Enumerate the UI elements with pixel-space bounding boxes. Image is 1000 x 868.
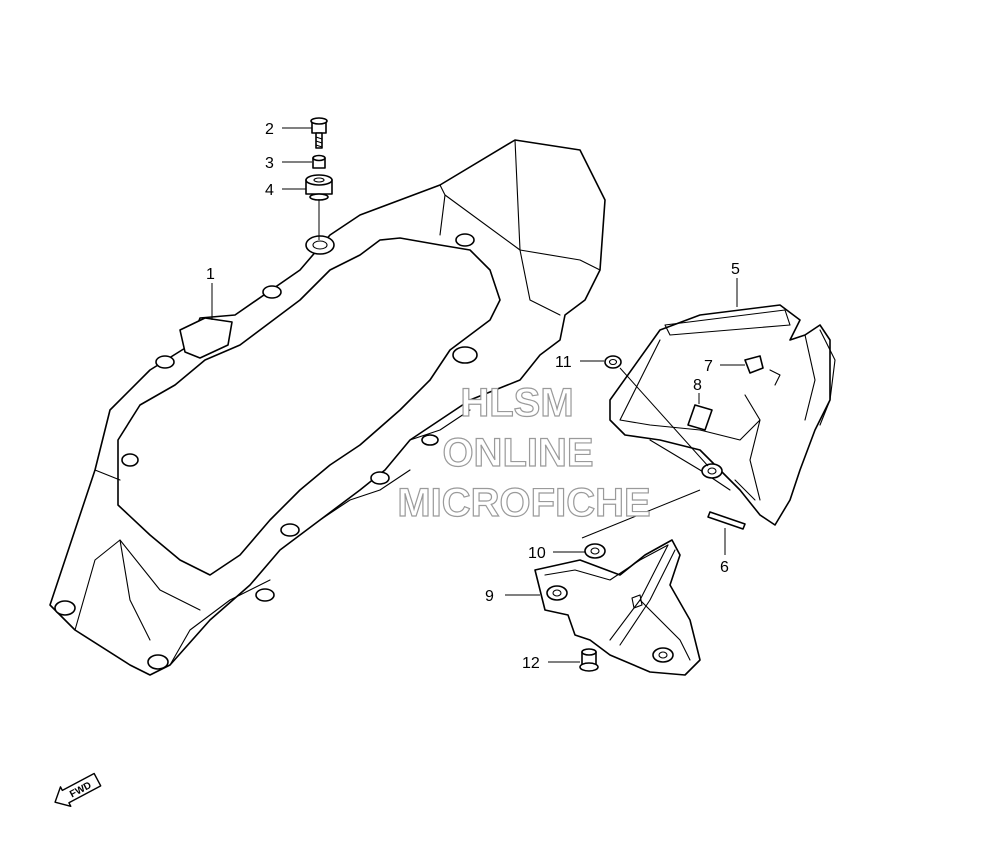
part-8-cushion: [687, 404, 713, 431]
callout-12: 12: [522, 655, 540, 672]
callout-5: 5: [731, 261, 740, 278]
callout-7: 7: [704, 358, 713, 375]
part-4-grommet: [305, 174, 333, 201]
part-12-screw: [579, 648, 599, 672]
callout-10: 10: [528, 545, 546, 562]
watermark-line-1: HLSM: [460, 381, 573, 425]
part-1-rear-cowl: [49, 139, 606, 676]
part-5-inner-panel: [609, 304, 836, 526]
fwd-label: FWD: [68, 780, 93, 800]
callout-2: 2: [265, 121, 274, 138]
callout-8: 8: [693, 377, 702, 394]
fwd-arrow-shape: [54, 772, 102, 807]
part-7-clip: [744, 355, 764, 374]
callout-1: 1: [206, 266, 215, 283]
part-3-collar: [312, 154, 326, 169]
callout-9: 9: [485, 588, 494, 605]
callout-11: 11: [555, 354, 572, 371]
callout-3: 3: [265, 155, 274, 172]
part-9-lower-panel: [534, 539, 701, 676]
leader-lines: [211, 127, 745, 663]
part-11-nut: [604, 355, 622, 369]
callout-numbers: 1 2 3 4 5 6 7 8 9 10 11 12: [206, 121, 740, 672]
watermark: HLSM ONLINE MICROFICHE: [397, 380, 652, 525]
watermark-line-2: ONLINE: [442, 431, 593, 475]
part-2-bolt: [310, 117, 328, 149]
watermark-line-3: MICROFICHE: [397, 481, 650, 525]
callout-4: 4: [265, 182, 274, 199]
fwd-arrow: FWD: [54, 772, 102, 807]
part-10-grommet: [584, 543, 606, 559]
callout-6: 6: [720, 559, 729, 576]
part-6-tape: [707, 511, 746, 530]
